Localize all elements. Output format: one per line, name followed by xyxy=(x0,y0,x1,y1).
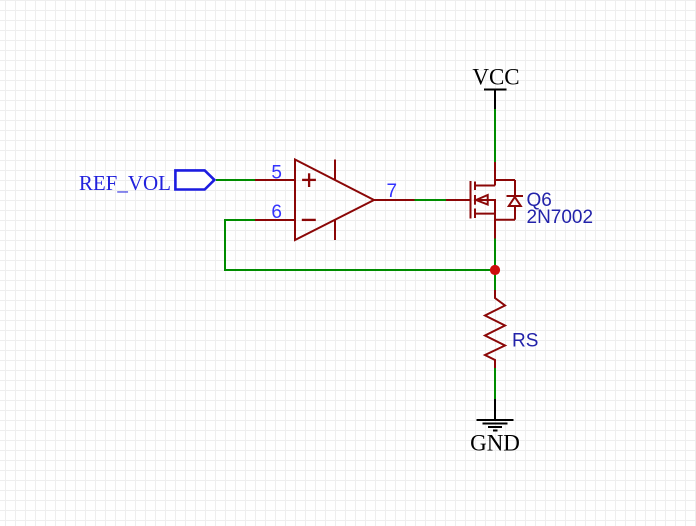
svg-text:7: 7 xyxy=(387,181,398,202)
svg-text:6: 6 xyxy=(271,202,282,223)
svg-text:REF_VOL: REF_VOL xyxy=(79,171,171,195)
svg-text:GND: GND xyxy=(470,431,520,456)
svg-text:RS: RS xyxy=(512,331,538,352)
svg-text:VCC: VCC xyxy=(472,65,519,90)
svg-text:5: 5 xyxy=(271,163,282,184)
svg-text:Q6: Q6 xyxy=(527,190,552,211)
svg-text:2N7002: 2N7002 xyxy=(527,207,594,228)
